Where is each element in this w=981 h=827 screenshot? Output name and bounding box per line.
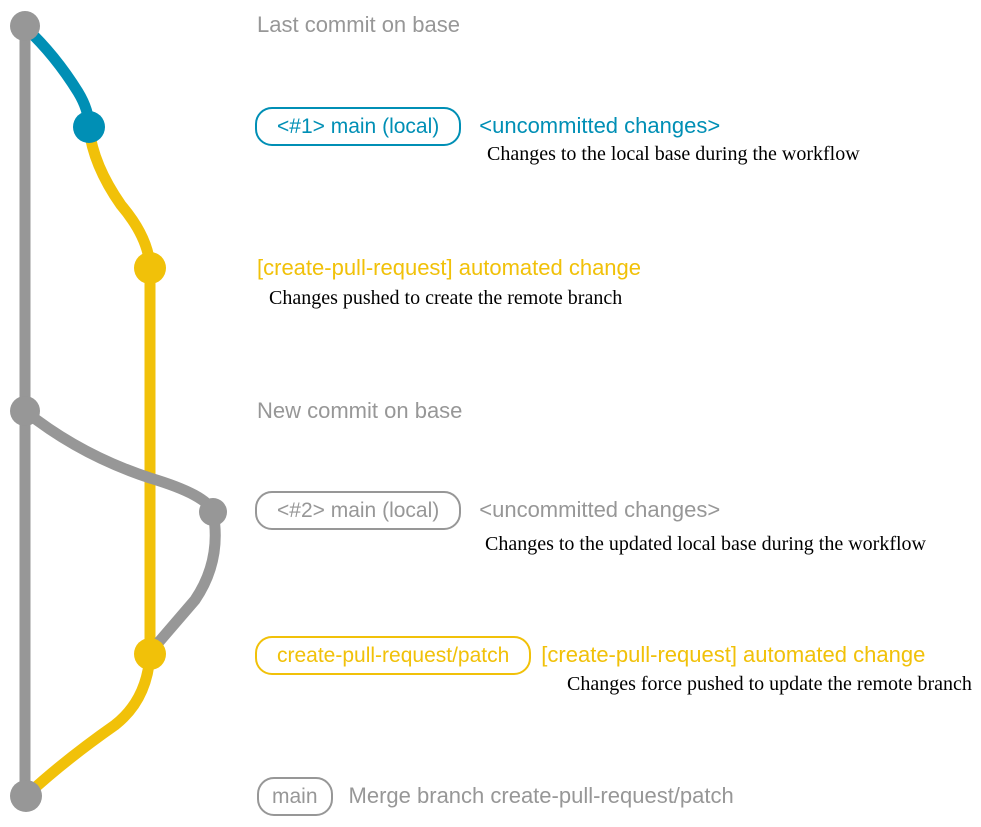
main-local-2-branch-curve-bottom [146, 506, 221, 656]
patch-merge-curve [21, 649, 156, 801]
commit-dot-uncommitted-1 [73, 111, 105, 143]
commit-dot-automated-change-1 [134, 252, 166, 284]
new-commit-label: New commit on base [257, 398, 463, 423]
commit-dot-merge-commit [10, 780, 42, 812]
commit-dot-last-commit-on-base [10, 11, 40, 41]
commit-graph [10, 11, 227, 812]
section2-note: Changes to the updated local base during… [485, 533, 926, 555]
branch-box-main-local-1: <#1> main (local) [255, 107, 462, 147]
branch-box-main-local-1-label: <#1> main (local) [277, 115, 440, 138]
branch-box-patch-label: create-pull-request/patch [277, 644, 510, 667]
branch-box-patch: create-pull-request/patch [255, 636, 532, 676]
main-local-2-branch-curve-top [19, 405, 219, 518]
commit-dot-new-commit-on-base [10, 396, 40, 426]
automated-change-2-title: [create-pull-request] automated change [541, 642, 926, 668]
commit-dot-automated-change-2 [134, 638, 166, 670]
patch-branch-curve-top [83, 122, 156, 274]
branch-box-main-local-2: <#2> main (local) [255, 491, 462, 531]
branch-box-main-local-2-label: <#2> main (local) [277, 499, 440, 522]
merge-commit-text: Merge branch create-pull-request/patch [348, 783, 734, 809]
section1-row: <#1> main (local) <uncommitted changes> [255, 107, 721, 147]
branch-box-main-label: main [272, 785, 318, 808]
main-local-1-branch-line [20, 22, 95, 133]
last-commit-label: Last commit on base [257, 12, 460, 37]
uncommitted-changes-1-text: <uncommitted changes> [479, 113, 721, 139]
automated-change-1-title: [create-pull-request] automated change [257, 255, 642, 280]
push1-note: Changes pushed to create the remote bran… [269, 287, 623, 309]
uncommitted-changes-2-text: <uncommitted changes> [479, 497, 721, 523]
merge-row: main Merge branch create-pull-request/pa… [257, 777, 734, 817]
branch-box-main: main [257, 777, 333, 817]
section1-note: Changes to the local base during the wor… [487, 143, 860, 165]
push2-row: create-pull-request/patch [create-pull-r… [255, 636, 926, 676]
commit-dot-uncommitted-2 [199, 498, 227, 526]
push2-note: Changes force pushed to update the remot… [567, 673, 972, 695]
section2-row: <#2> main (local) <uncommitted changes> [255, 491, 721, 531]
